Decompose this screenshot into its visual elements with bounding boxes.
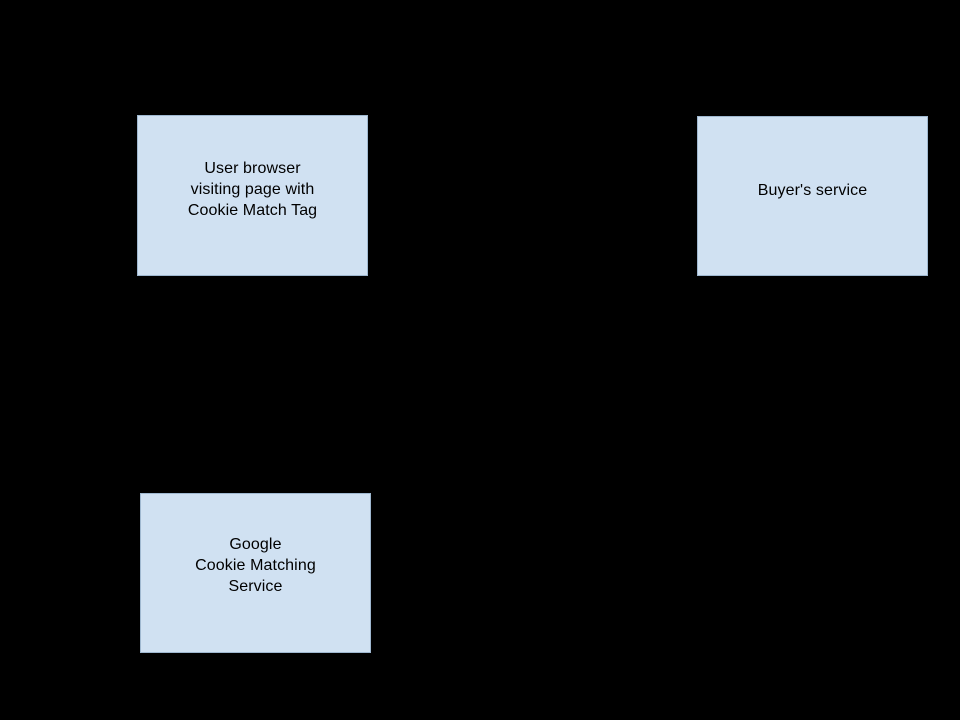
node-google-cookie-matching-service-label: Google Cookie Matching Service (195, 536, 316, 595)
node-user-browser-label: User browser visiting page with Cookie M… (187, 160, 318, 219)
node-buyers-service[interactable]: Buyer's service (697, 116, 928, 276)
node-user-browser[interactable]: User browser visiting page with Cookie M… (137, 115, 368, 276)
node-buyers-service-label: Buyer's service (757, 182, 868, 199)
node-google-cookie-matching-service[interactable]: Google Cookie Matching Service (140, 493, 371, 653)
